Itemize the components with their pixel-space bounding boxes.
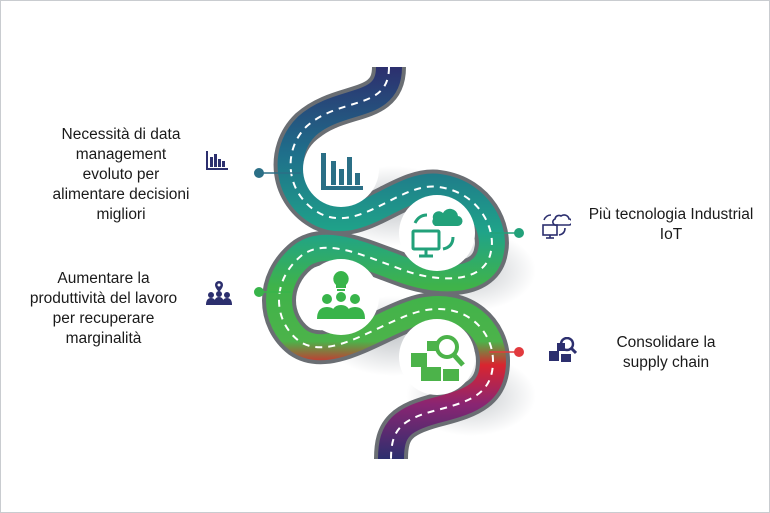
bar-chart-icon bbox=[206, 151, 228, 170]
team-idea-icon bbox=[317, 271, 365, 319]
label-supply-chain: Consolidare la supply chain bbox=[616, 334, 716, 371]
winding-road bbox=[262, 65, 511, 460]
connector-supply-chain bbox=[489, 347, 524, 357]
label-data-management: Necessità di data management evoluto per… bbox=[52, 126, 190, 223]
label-industrial-iot: Più tecnologia Industrial IoT bbox=[588, 206, 754, 243]
boxes-search-icon bbox=[411, 335, 465, 381]
label-productivity: Aumentare la produttività del lavoro per… bbox=[29, 270, 178, 347]
circle-data-management bbox=[303, 131, 379, 207]
team-location-icon bbox=[206, 281, 232, 305]
circle-supply-chain bbox=[399, 319, 475, 395]
circle-industrial-iot bbox=[399, 195, 475, 271]
connector-data-management bbox=[254, 168, 301, 178]
cloud-computer-sync-icon bbox=[542, 214, 571, 239]
bar-chart-icon bbox=[321, 153, 363, 190]
circle-productivity bbox=[303, 259, 379, 335]
boxes-search-icon bbox=[549, 337, 577, 362]
cloud-computer-sync-icon bbox=[411, 208, 463, 258]
connector-productivity bbox=[254, 287, 291, 297]
connector-industrial-iot bbox=[491, 228, 524, 238]
